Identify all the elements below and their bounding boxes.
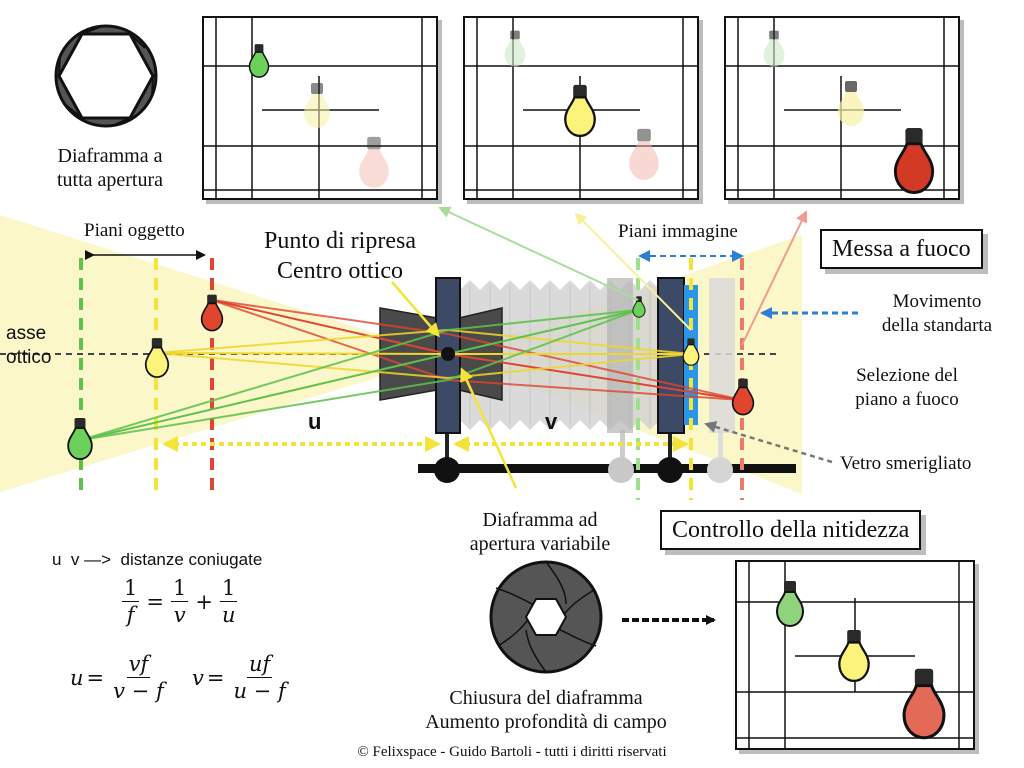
focus-box-label: Messa a fuoco — [820, 229, 983, 269]
u-distance-label: u — [308, 409, 322, 434]
object-planes-label: Piani oggetto — [84, 220, 185, 241]
standard-movement-label: Movimento della standarta — [881, 291, 993, 336]
frame-grid — [465, 18, 697, 198]
frame-grid — [204, 18, 436, 198]
focus-plane-selection-label: Selezione del piano a fuoco — [855, 365, 959, 410]
ground-glass-pointer — [704, 421, 833, 464]
light-rays — [80, 299, 743, 441]
viewfinder-frame-deep-focus — [735, 560, 975, 750]
frame-grid — [726, 18, 958, 198]
viewfinder-frame-red — [724, 16, 960, 200]
frame-grid — [737, 562, 973, 748]
optical-axis-label: asse ottico — [6, 323, 52, 368]
frame-bulbs — [775, 580, 946, 740]
hexagon-aperture-icon — [54, 24, 158, 128]
variable-aperture-label: Diaframma ad apertura variabile — [469, 509, 611, 555]
image-planes-label: Piani immagine — [618, 221, 738, 242]
faded-standarts — [607, 278, 735, 433]
viewfinder-frame-yellow — [463, 16, 699, 200]
object-planes — [79, 250, 214, 490]
frame-bulbs — [762, 30, 935, 194]
yellow-callout-arrows — [391, 281, 518, 489]
sharpness-control-label: Controllo della nitidezza — [660, 510, 922, 550]
iris-aperture-icon — [489, 560, 603, 674]
aperture-full-label: Diaframma a tutta apertura — [56, 145, 164, 191]
optical-center-dot — [441, 347, 455, 361]
shooting-point-label: Punto di ripresa Centro ottico — [264, 228, 416, 284]
copyright-notice: © Felixspace - Guido Bartoli - tutti i d… — [357, 744, 667, 760]
viewfinder-frame-green — [202, 16, 438, 200]
frame-pointer-arrows — [438, 206, 808, 346]
conjugate-distances-label: u v —> distanze coniugate — [52, 550, 263, 569]
ground-glass-label: Vetro smerigliato — [840, 453, 972, 474]
aperture-closing-label: Chiusura del diaframma Aumento profondit… — [425, 687, 667, 733]
v-distance-label: v — [545, 409, 558, 434]
frame-bulbs — [503, 30, 660, 182]
